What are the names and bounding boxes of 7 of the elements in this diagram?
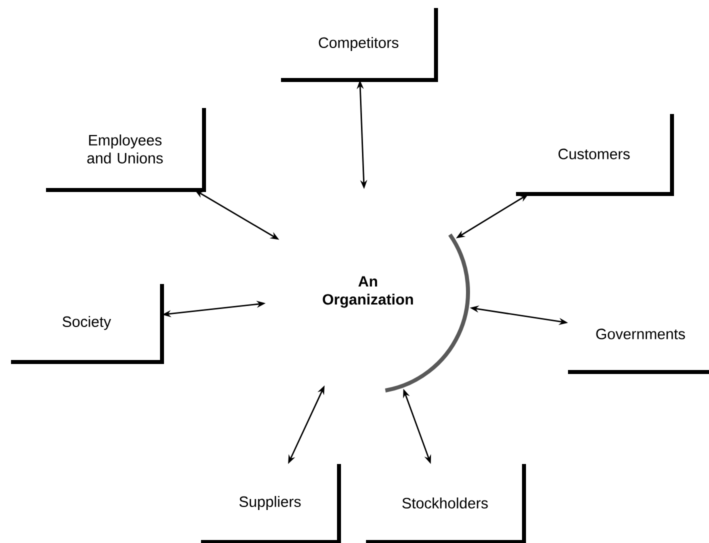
bracket-box: Society xyxy=(11,284,164,364)
bracket-box: Suppliers xyxy=(201,464,341,543)
bracket-box: Employees and Unions xyxy=(46,108,206,192)
bracket-box: Stockholders xyxy=(366,464,526,543)
bracket-box: Competitors xyxy=(281,8,438,82)
bracket-box: Governments xyxy=(568,328,709,374)
bracket-box: Customers xyxy=(516,114,674,196)
